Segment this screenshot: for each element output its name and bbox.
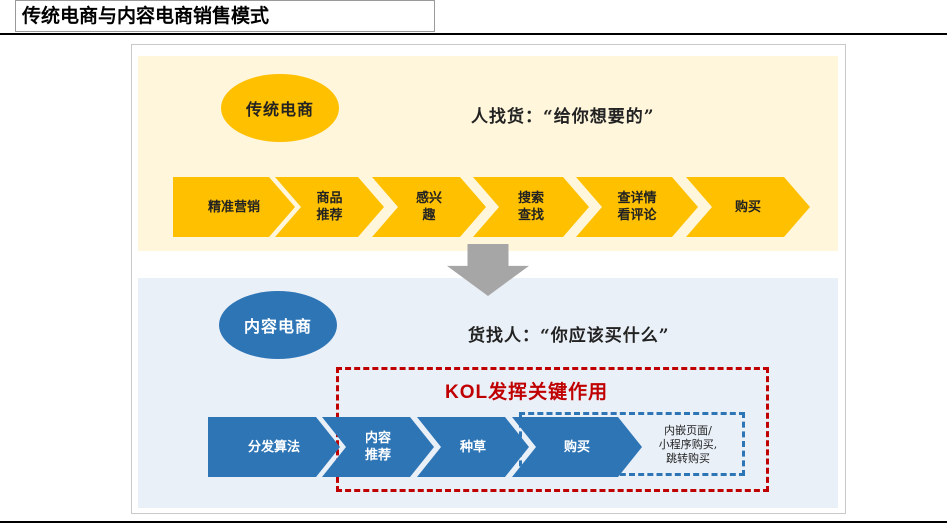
traditional-ecommerce-oval: 传统电商 [221,74,339,142]
step-interest: 感兴 趣 [372,177,486,237]
content-ecommerce-oval: 内容电商 [219,291,337,359]
step-distribution-algorithm: 分发算法 [208,417,340,477]
kol-key-role-label: KOL发挥关键作用 [445,381,609,403]
top-rule [0,33,947,35]
step-product-recommendation: 商品 推荐 [275,177,384,237]
traditional-slogan: 人找货：“给你想要的” [471,107,655,127]
bottom-rule [0,521,947,523]
figure-title: 传统电商与内容电商销售模式 [15,0,435,32]
step-precision-marketing: 精准营销 [173,177,295,237]
content-slogan: 货找人：“你应该买什么” [468,326,670,346]
purchase-method-note: 内嵌页面/ 小程序购买, 跳转购买 [658,424,718,465]
